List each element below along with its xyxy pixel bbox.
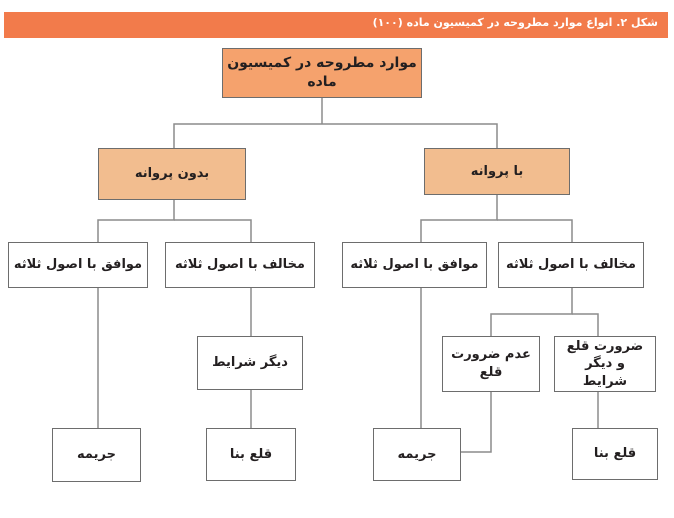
node-demolish-left: قلع بنا (206, 428, 296, 481)
connector-without-permit-right (174, 219, 252, 242)
node-fine-left: جریمه (52, 428, 141, 482)
node-without-permit-against: مخالف با اصول ثلاثه (165, 242, 315, 288)
connector-no-demolition (461, 392, 492, 453)
node-demolition-and-other: ضرورت قلع و دیگر شرایط (554, 336, 656, 392)
connector-with-permit (420, 195, 498, 242)
node-demolish-right: قلع بنا (572, 428, 658, 480)
node-with-permit-compliant: موافق با اصول ثلاثه (342, 242, 487, 288)
connector-without-permit (97, 200, 175, 242)
node-fine-right: جریمه (373, 428, 461, 481)
figure-title: شکل ۲. انواع موارد مطروحه در کمیسیون ماد… (372, 16, 658, 29)
node-with-permit-against: مخالف با اصول ثلاثه (498, 242, 644, 288)
node-with-permit: با پروانه (424, 148, 570, 195)
connector-against-right (490, 288, 573, 336)
figure-header-bar: شکل ۲. انواع موارد مطروحه در کمیسیون ماد… (4, 12, 668, 38)
node-other-conditions: دیگر شرایط (197, 336, 303, 390)
connector-root-branch (173, 123, 498, 148)
node-root: موارد مطروحه در کمیسیون ماده (222, 48, 422, 98)
connector-with-permit-right (497, 219, 573, 242)
node-without-permit: بدون پروانه (98, 148, 246, 200)
connector-against-right-b (572, 313, 599, 336)
node-no-demolition: عدم ضرورت قلع (442, 336, 540, 392)
node-without-permit-compliant: موافق با اصول ثلاثه (8, 242, 148, 288)
